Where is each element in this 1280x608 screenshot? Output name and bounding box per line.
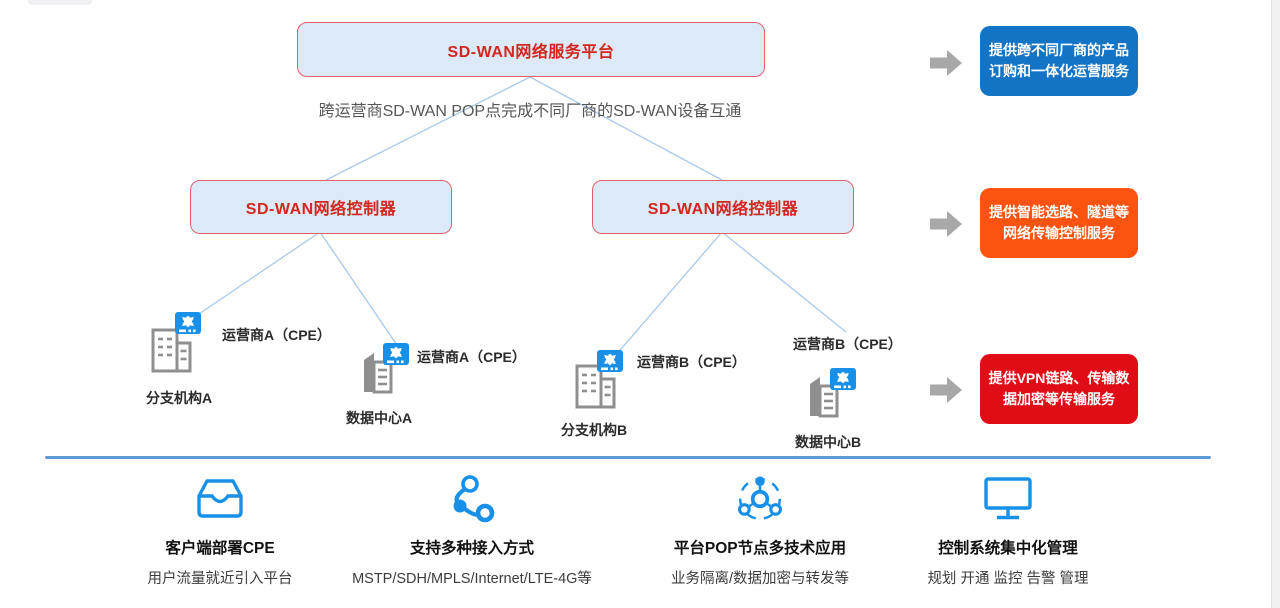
branch-building-icon [149, 326, 195, 374]
feature-desc: 业务隔离/数据加密与转发等 [670, 571, 850, 587]
feature-title: 客户端部署CPE [165, 540, 275, 557]
benefit-line: 订购和一体化运营服务 [989, 63, 1129, 79]
controller-box-left: SD-WAN网络控制器 [190, 180, 452, 234]
benefit-box-routing: 提供智能选路、隧道等 网络传输控制服务 [980, 188, 1138, 258]
benefit-line: 据加密等传输服务 [1003, 391, 1115, 407]
cpe-router-icon [830, 368, 856, 392]
right-arrow-icon [930, 377, 962, 403]
benefit-line: 提供VPN链路、传输数 [988, 370, 1130, 386]
tray-icon [90, 472, 350, 526]
feature-cpe-deploy: 客户端部署CPE 用户流量就近引入平台 [90, 472, 350, 588]
branch-building-icon [573, 362, 619, 410]
site-label: 数据中心B [795, 434, 862, 450]
feature-centralized-mgmt: 控制系统集中化管理 规划 开通 监控 告警 管理 [878, 472, 1138, 588]
feature-pop-tech: 平台POP节点多技术应用 业务隔离/数据加密与转发等 [630, 472, 890, 588]
diagram-caption: 跨运营商SD-WAN POP点完成不同厂商的SD-WAN设备互通 [318, 103, 742, 120]
site-label: 数据中心A [346, 410, 413, 426]
benefit-line: 提供跨不同厂商的产品 [989, 42, 1129, 58]
cpe-router-icon [597, 350, 623, 374]
feature-desc: MSTP/SDH/MPLS/Internet/LTE-4G等 [352, 571, 592, 587]
window-edge-pill [28, 0, 92, 5]
cpe-router-icon [175, 312, 201, 336]
cpe-label: 运营商A（CPE） [222, 327, 331, 343]
scrollbar-track[interactable] [1271, 0, 1280, 608]
feature-desc: 规划 开通 监控 告警 管理 [927, 571, 1089, 587]
feature-title: 控制系统集中化管理 [938, 540, 1078, 557]
feature-title: 支持多种接入方式 [409, 540, 534, 557]
cpe-label: 运营商B（CPE） [637, 354, 746, 370]
controller-box-right: SD-WAN网络控制器 [592, 180, 854, 234]
benefit-line: 网络传输控制服务 [1003, 225, 1115, 241]
cpe-label: 运营商A（CPE） [417, 349, 526, 365]
cpe-label: 运营商B（CPE） [793, 336, 902, 352]
benefit-line: 提供智能选路、隧道等 [989, 204, 1129, 220]
right-arrow-icon [930, 211, 962, 237]
route-nodes-icon [342, 472, 602, 526]
feature-title: 平台POP节点多技术应用 [673, 540, 847, 557]
monitor-icon [878, 472, 1138, 526]
site-label: 分支机构B [561, 422, 628, 438]
hub-icon [630, 472, 890, 526]
controller-right-label: SD-WAN网络控制器 [647, 201, 799, 218]
benefit-box-ordering: 提供跨不同厂商的产品 订购和一体化运营服务 [980, 26, 1138, 96]
platform-box-label: SD-WAN网络服务平台 [447, 43, 615, 61]
feature-desc: 用户流量就近引入平台 [147, 571, 293, 587]
platform-box: SD-WAN网络服务平台 [297, 22, 765, 77]
right-arrow-icon [930, 50, 962, 76]
controller-left-label: SD-WAN网络控制器 [245, 201, 397, 218]
section-divider [45, 456, 1211, 459]
feature-access-methods: 支持多种接入方式 MSTP/SDH/MPLS/Internet/LTE-4G等 [342, 472, 602, 588]
datacenter-building-icon [358, 350, 398, 394]
benefit-box-vpn: 提供VPN链路、传输数 据加密等传输服务 [980, 354, 1138, 424]
cpe-router-icon [383, 343, 409, 367]
site-label: 分支机构A [146, 390, 213, 406]
datacenter-building-icon [804, 374, 844, 418]
